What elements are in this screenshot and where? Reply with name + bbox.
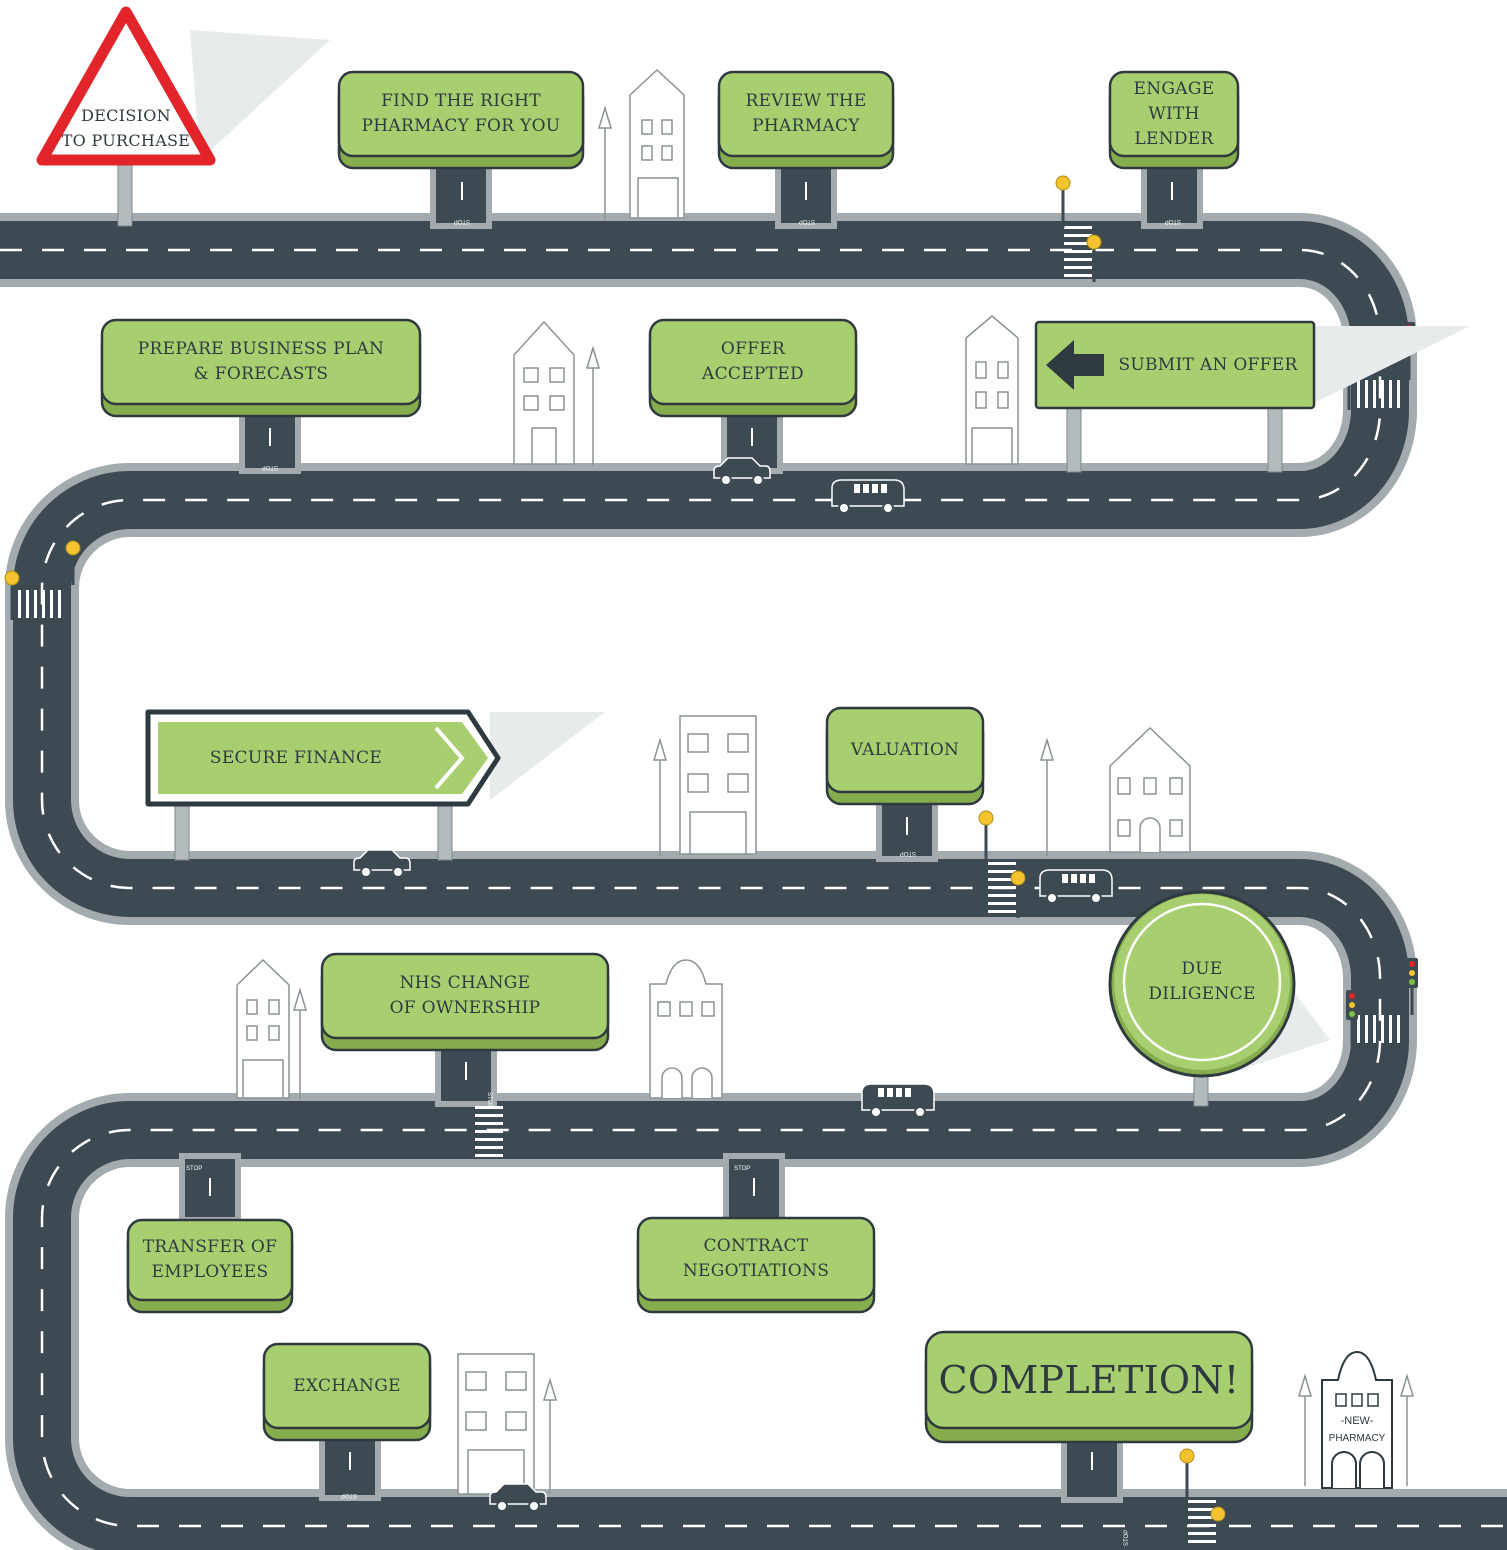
prepare-sign <box>100 318 422 418</box>
building-icon <box>649 959 723 1099</box>
lamp-post-icon <box>292 987 308 1100</box>
stop-marking: STOP <box>799 218 815 224</box>
crosswalk <box>18 590 61 618</box>
beacon-icon <box>65 540 81 585</box>
arrow-left-icon <box>1046 340 1104 390</box>
new-pharmacy-building <box>1321 1350 1393 1489</box>
lamp-post-icon <box>597 105 613 220</box>
beacon-icon <box>1210 1506 1226 1550</box>
beacon-icon <box>1179 1448 1195 1498</box>
building-icon <box>457 1353 535 1495</box>
building-icon <box>679 715 757 855</box>
stop-marking: STOP <box>341 1492 357 1498</box>
crosswalk <box>475 1106 503 1157</box>
lamp-post-icon <box>652 737 668 856</box>
offer-accepted-sign <box>648 318 858 418</box>
lamp-post-icon <box>542 1377 558 1494</box>
completion-sign <box>924 1330 1254 1444</box>
van-icon <box>1039 869 1113 904</box>
van-icon <box>861 1083 935 1118</box>
traffic-light-icon <box>1406 958 1418 1015</box>
building-icon <box>629 68 685 219</box>
beacon-icon <box>1010 870 1026 918</box>
stop-marking: STOP <box>1165 218 1181 224</box>
stop-marking: STOP <box>900 850 916 856</box>
stop-marking: STOP <box>1124 1530 1130 1546</box>
beacon-icon <box>1055 175 1071 228</box>
chevron-right-icon <box>434 726 465 790</box>
lamp-post-icon <box>1399 1373 1415 1486</box>
transfer-sign <box>126 1218 294 1314</box>
find-sign <box>337 70 585 170</box>
nhs-sign <box>320 952 610 1052</box>
beacon-icon <box>978 810 994 860</box>
lamp-post-icon <box>1297 1373 1313 1486</box>
new-pharmacy-label: -NEW- <box>1341 1415 1374 1427</box>
stop-marking: STOP <box>186 1166 202 1172</box>
decision-sign <box>36 6 216 166</box>
exchange-sign <box>262 1342 432 1442</box>
new-pharmacy-label: PHARMACY <box>1329 1433 1386 1444</box>
car-icon <box>489 1483 547 1512</box>
building-icon <box>1109 726 1191 853</box>
engage-sign <box>1108 70 1240 170</box>
crossing-beacons <box>4 175 1226 1550</box>
contract-sign <box>636 1216 876 1314</box>
signs <box>36 6 1316 1444</box>
crosswalk <box>1357 380 1400 408</box>
crosswalks <box>18 226 1400 1543</box>
lamp-post-icon <box>1039 737 1055 856</box>
crosswalk <box>1064 226 1092 277</box>
stop-marking: STOP <box>734 1166 750 1172</box>
building-icon <box>965 315 1019 465</box>
building-icon <box>513 320 575 465</box>
car-icon <box>713 457 771 486</box>
sign-posts <box>117 159 1283 1107</box>
building-icon <box>236 958 290 1099</box>
traffic-light-icon <box>1346 990 1358 1045</box>
beacon-icon <box>1086 234 1102 282</box>
van-icon <box>831 479 905 514</box>
lamp-post-icon <box>585 345 601 466</box>
buildings <box>236 68 1393 1495</box>
submit-offer-sign <box>1034 320 1316 410</box>
secure-finance-sign <box>145 709 501 807</box>
crosswalk <box>1188 1500 1216 1543</box>
side-road-markings <box>209 182 1173 1470</box>
crosswalk <box>988 862 1016 913</box>
winding-road <box>0 213 1507 1550</box>
crosswalk <box>1357 1015 1400 1043</box>
valuation-sign <box>825 706 985 806</box>
beacon-icon <box>4 570 20 620</box>
stop-marking: STOP <box>262 464 278 470</box>
due-diligence-sign <box>1108 890 1296 1078</box>
car-icon <box>353 849 411 878</box>
vehicles <box>353 457 1113 1512</box>
stop-marking: STOP <box>454 218 470 224</box>
review-sign <box>717 70 895 170</box>
stop-marking: STOP <box>486 1092 492 1108</box>
lamp-posts <box>292 105 1415 1494</box>
